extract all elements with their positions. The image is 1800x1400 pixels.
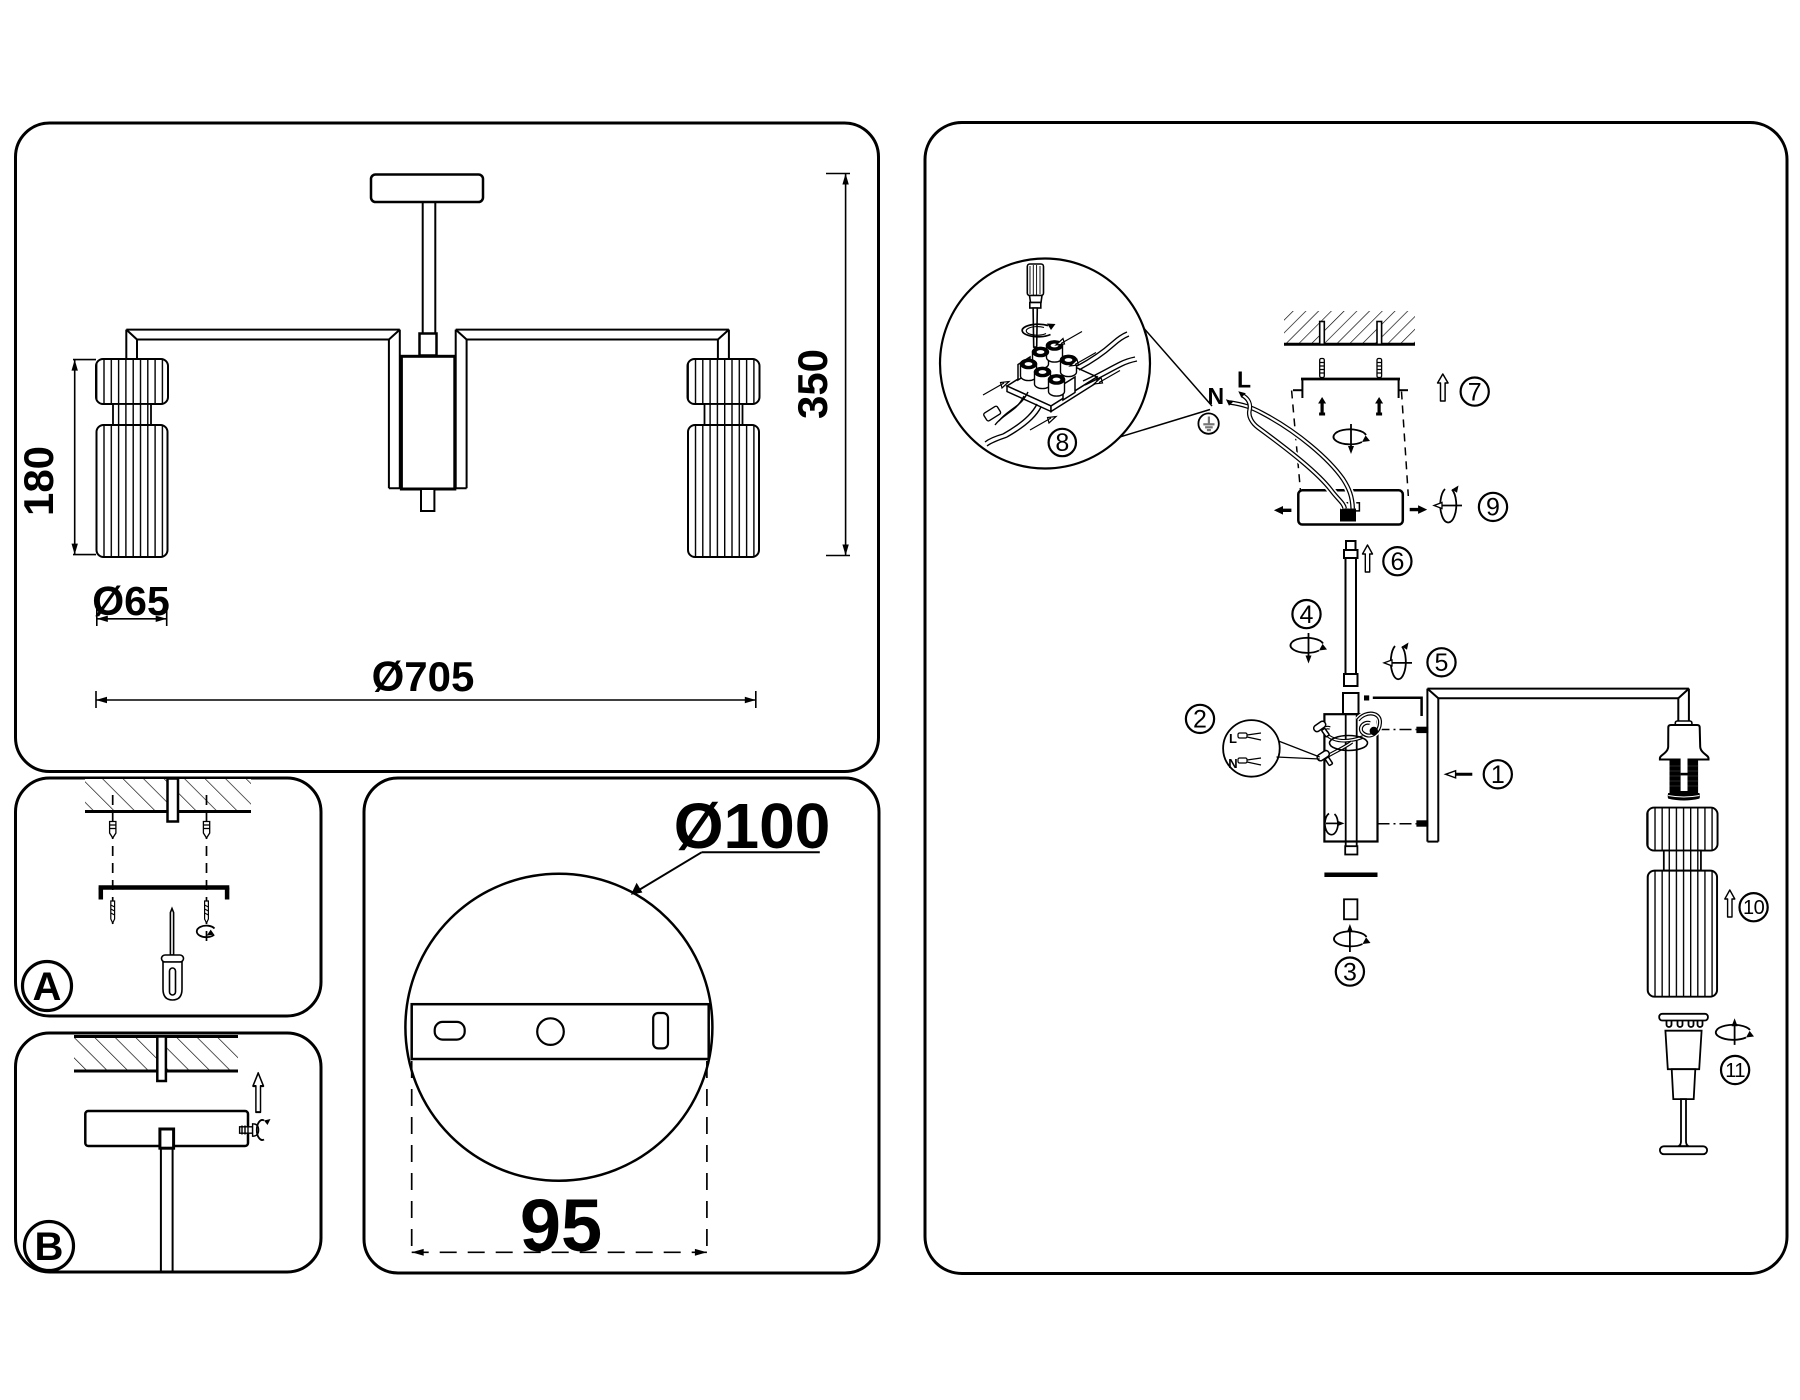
svg-text:11: 11 [1725,1060,1745,1082]
svg-text:2: 2 [1193,706,1207,734]
svg-text:8: 8 [1055,429,1069,457]
svg-text:Ø100: Ø100 [674,790,831,862]
svg-text:95: 95 [520,1184,602,1267]
svg-text:6: 6 [1390,548,1404,576]
svg-text:9: 9 [1486,494,1500,522]
svg-text:7: 7 [1468,378,1482,406]
svg-text:350: 350 [789,349,836,419]
svg-text:L: L [1229,731,1237,746]
svg-text:L: L [1237,367,1251,393]
svg-text:Ø705: Ø705 [372,653,475,700]
svg-text:5: 5 [1435,649,1449,677]
svg-text:A: A [33,965,62,1009]
svg-text:3: 3 [1343,958,1357,986]
svg-text:1: 1 [1491,761,1505,789]
svg-text:Ø65: Ø65 [92,578,170,624]
svg-text:N: N [1207,383,1224,409]
svg-text:N: N [1228,756,1237,771]
svg-text:4: 4 [1300,601,1314,629]
svg-text:180: 180 [15,446,62,516]
svg-text:10: 10 [1743,897,1765,919]
svg-text:B: B [35,1225,64,1269]
